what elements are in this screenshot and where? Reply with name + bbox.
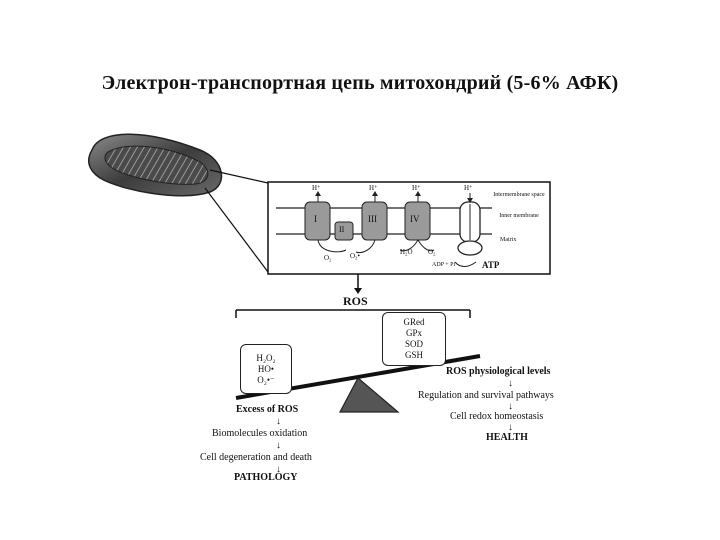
oxidants-box: H₂O₂ HO• O₂•⁻ [240,344,292,394]
excess-ros-label: Excess of ROS [236,404,299,415]
o2-small-label: O₂ [428,248,436,256]
regulation-pathways-label: Regulation and survival pathways [418,390,554,401]
right-arrow-1: ↓ [508,378,513,389]
antioxidants-box: GRed GPx SOD GSH [382,312,446,366]
slide-title: Электрон-транспортная цепь митохондрий (… [101,72,619,94]
left-arrow-2: ↓ [276,440,281,451]
fulcrum-triangle [339,377,400,413]
complex-ii-label: II [339,225,345,234]
antioxidant-sod: SOD [404,339,423,349]
cell-redox-homeostasis-label: Cell redox homeostasis [450,411,544,422]
ros-physiological-label: ROS physiological levels [446,366,551,377]
antioxidant-gred: GRed [403,317,425,327]
health-label: HEALTH [486,432,528,443]
left-arrow-1: ↓ [276,416,281,427]
h-plus-label-4: H⁺ [464,184,473,192]
oxidant-superoxide: O₂•⁻ [257,374,275,385]
o2-label: O₂ [324,254,332,262]
h-plus-label-2: H⁺ [369,184,378,192]
intermembrane-space-label: Intermembrane space [493,192,545,198]
cell-degeneration-label: Cell degeneration and death [200,452,312,463]
antioxidant-gpx: GPx [405,328,422,338]
complex-iii-label: III [368,214,377,224]
h2o-label: H₂O [400,248,413,256]
mitochondrion-image [87,133,223,197]
left-arrow-3: ↓ [276,464,281,475]
h-plus-label-3: H⁺ [412,184,421,192]
adp-label: ADP + Pi [432,262,456,268]
ros-label: ROS [343,294,368,308]
oxidant-h2o2: H₂O₂ [256,352,276,363]
oxidant-ho: HO• [257,363,275,374]
right-arrow-2: ↓ [508,401,513,412]
matrix-label: Matrix [500,237,517,243]
inner-membrane-label: Inner membrane [499,213,539,219]
h-plus-label-1: H⁺ [312,184,321,192]
complex-i-label: I [314,214,317,224]
pathology-label: PATHOLOGY [234,472,298,483]
complex-iv-label: IV [410,214,420,224]
right-arrow-3: ↓ [508,422,513,433]
atp-label: ATP [482,260,500,270]
antioxidant-gsh: GSH [404,350,423,360]
biomolecules-oxidation-label: Biomolecules oxidation [212,428,308,439]
o2-radical-label: O₂• [350,252,360,260]
